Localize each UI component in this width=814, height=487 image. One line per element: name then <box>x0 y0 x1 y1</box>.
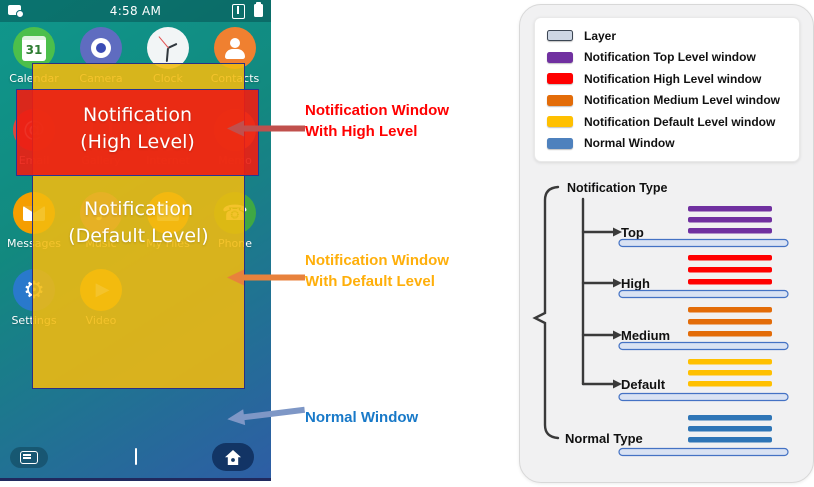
nav-divider <box>135 448 137 465</box>
annotation-default-level: Notification Window With Default Level <box>305 250 449 292</box>
normal-type-label: Normal Type <box>565 431 643 446</box>
layer-swatch <box>547 30 573 42</box>
legend-label: Notification Top Level window <box>584 50 756 65</box>
annotation-text: Notification Window <box>305 102 450 119</box>
legend-label: Notification Medium Level window <box>584 93 781 108</box>
battery-icon <box>254 2 263 17</box>
status-time: 4:58 AM <box>109 4 162 18</box>
window-text: (High Level) <box>80 131 195 153</box>
branch-label-top: Top <box>621 225 644 240</box>
calendar-icon: 31 <box>13 27 55 69</box>
layer-bar <box>618 238 789 248</box>
home-icon <box>225 449 241 465</box>
layer-bar <box>618 392 789 402</box>
contacts-icon <box>214 27 256 69</box>
annotation-text: Notification Window <box>305 252 450 269</box>
recent-apps-icon <box>20 451 38 464</box>
layer-bar <box>618 447 789 457</box>
branch-label-high: High <box>621 276 650 291</box>
high-level-swatch <box>547 73 573 85</box>
annotation-text: With Default Level <box>305 273 435 290</box>
notification-window-high-level: Notification (High Level) <box>16 89 259 176</box>
calendar-day: 31 <box>22 35 46 61</box>
recent-apps-button[interactable] <box>10 447 48 468</box>
home-button[interactable] <box>212 443 254 471</box>
legend-row-layer: Layer <box>547 29 799 43</box>
normal-window-arrow <box>227 406 306 426</box>
camera-icon <box>80 27 122 69</box>
usb-connection-icon <box>232 4 245 19</box>
high-level-arrow <box>227 120 305 137</box>
legend-label: Normal Window <box>584 136 675 151</box>
branch-label-default: Default <box>621 377 666 392</box>
window-text: Notification <box>83 198 194 220</box>
branch-arrow-icon <box>613 379 622 389</box>
phone-screenshot: 4:58 AM 31 Calendar Camera Clock Contact… <box>0 0 271 481</box>
layer-bar <box>618 341 789 351</box>
normal-window-swatch <box>547 137 573 149</box>
legend-row-normal: Normal Window <box>547 136 799 150</box>
explanation-panel: Layer Notification Top Level window Noti… <box>519 4 814 483</box>
annotation-high-level: Notification Window With High Level <box>305 100 449 142</box>
layer-bar <box>618 289 789 299</box>
annotation-text: With High Level <box>305 123 418 140</box>
medium-level-swatch <box>547 94 573 106</box>
annotation-text: Normal Window <box>305 409 419 426</box>
legend-row-high: Notification High Level window <box>547 72 799 86</box>
branch-arrow-icon <box>613 227 622 237</box>
annotation-normal-window: Normal Window <box>305 407 418 428</box>
screen-capture-icon <box>8 5 24 18</box>
legend-row-default: Notification Default Level window <box>547 115 799 129</box>
legend: Layer Notification Top Level window Noti… <box>534 17 800 162</box>
tree-brace <box>532 185 560 440</box>
legend-row-medium: Notification Medium Level window <box>547 93 799 107</box>
status-bar: 4:58 AM <box>0 0 271 22</box>
window-text: Notification <box>82 104 193 126</box>
bottom-nav-bar <box>0 437 271 481</box>
legend-label: Layer <box>584 28 617 43</box>
legend-label: Notification High Level window <box>584 71 762 86</box>
branch-arrow-icon <box>613 278 622 288</box>
clock-icon <box>147 27 189 69</box>
default-level-swatch <box>547 116 573 128</box>
default-level-arrow <box>227 269 305 286</box>
window-text: (Default Level) <box>68 225 209 247</box>
branch-arrow-icon <box>613 330 622 340</box>
tree-root-label: Notification Type <box>567 181 668 195</box>
notification-type-tree: Notification Type Top High Medium <box>532 181 789 457</box>
legend-row-top: Notification Top Level window <box>547 50 799 64</box>
branch-label-medium: Medium <box>621 328 670 343</box>
legend-label: Notification Default Level window <box>584 114 776 129</box>
top-level-swatch <box>547 51 573 63</box>
